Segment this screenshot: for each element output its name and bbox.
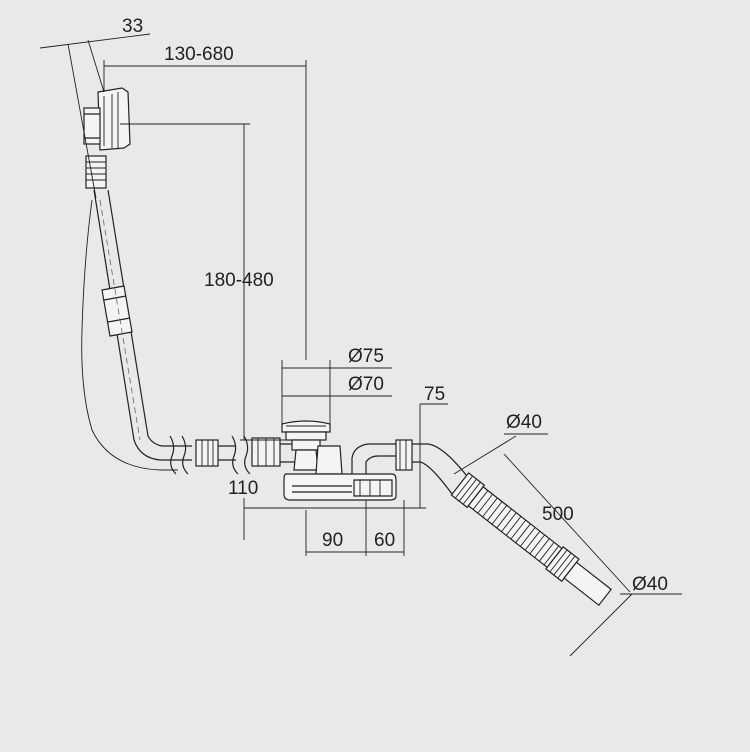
outlet-nut [395, 439, 413, 471]
dim-label-110: 110 [228, 478, 258, 499]
pipe-sleeve [101, 285, 133, 337]
dim-label-90: 90 [322, 530, 343, 551]
overflow-body [83, 107, 101, 145]
flexible-hose [450, 472, 612, 607]
overflow-pipe-inner [107, 189, 175, 447]
dim-label-dia70: Ø70 [348, 374, 384, 395]
drain-plug [281, 420, 331, 433]
dim-label-75: 75 [424, 384, 445, 405]
trap-elbow-outer [351, 443, 408, 474]
hose-corrugated [467, 486, 563, 569]
hose-end-pipe [563, 561, 612, 607]
dim-label-dia40-bottom: Ø40 [632, 574, 668, 595]
dimension-lines [39, 33, 682, 657]
dim-label-dia40-top: Ø40 [506, 412, 542, 433]
trap-elbow-inner [365, 455, 408, 474]
overflow-assembly [81, 87, 178, 471]
dimension-labels: 33 130-680 180-480 Ø75 Ø70 75 Ø40 500 Ø4… [122, 16, 668, 595]
dim-label-dia75: Ø75 [348, 346, 384, 367]
pipe-nut-left [195, 439, 219, 467]
overflow-cover [97, 87, 131, 151]
drain-body [315, 445, 343, 475]
dim-label-180-480: 180-480 [204, 270, 274, 291]
dim-label-130-680: 130-680 [164, 44, 234, 65]
connecting-pipe [169, 435, 296, 475]
dim-label-500: 500 [542, 504, 574, 525]
dim-label-60: 60 [374, 530, 395, 551]
bowden-cable [81, 199, 178, 471]
drain-assembly [281, 420, 471, 501]
dim-label-33: 33 [122, 16, 143, 37]
overflow-pipe-outer [93, 189, 175, 461]
